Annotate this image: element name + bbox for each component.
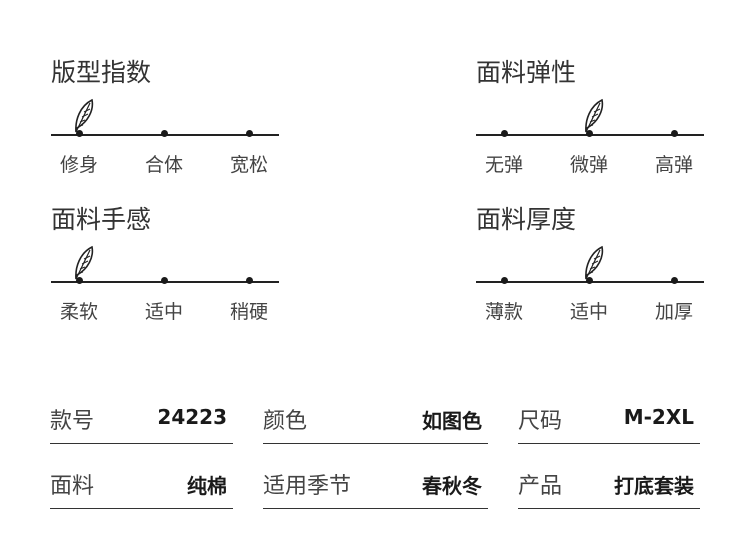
spec-fabric: 面料 纯棉	[50, 466, 233, 509]
scale-label: 合体	[144, 154, 184, 176]
scale-dot	[586, 277, 593, 284]
scale-title: 面料弹性	[476, 58, 577, 87]
scale-dot	[501, 130, 508, 137]
scale-label: 微弹	[569, 154, 609, 176]
scale-label: 加厚	[654, 301, 694, 323]
spec-product: 产品 打底套装	[518, 466, 700, 509]
scale-dot	[161, 277, 168, 284]
scale-label: 修身	[59, 154, 99, 176]
spec-value: 24223	[157, 405, 227, 429]
spec-value: 纯棉	[187, 474, 227, 498]
feather-indicator-icon	[75, 98, 94, 133]
spec-value: 打底套装	[614, 474, 694, 498]
spec-season: 适用季节 春秋冬	[263, 466, 488, 509]
scale-label: 适中	[569, 301, 609, 323]
feather-indicator-icon	[585, 98, 604, 133]
feather-indicator-icon	[75, 245, 94, 280]
spec-style-number: 款号 24223	[50, 401, 233, 444]
scale-label: 稍硬	[229, 301, 269, 323]
scale-dot	[671, 130, 678, 137]
scale-dot	[76, 130, 83, 137]
scale-label: 高弹	[654, 154, 694, 176]
scale-label: 适中	[144, 301, 184, 323]
scale-label: 宽松	[229, 154, 269, 176]
scale-label: 柔软	[59, 301, 99, 323]
spec-color: 颜色 如图色	[263, 401, 488, 444]
scale-title: 面料手感	[51, 205, 152, 234]
spec-key: 尺码	[518, 409, 563, 434]
spec-key: 颜色	[263, 409, 308, 434]
scale-dot	[586, 130, 593, 137]
fabric-feel-scale: 面料手感 柔软 适中 稍硬	[51, 205, 291, 335]
spec-value: 春秋冬	[422, 474, 482, 498]
spec-value: 如图色	[422, 409, 482, 433]
scale-title: 面料厚度	[476, 205, 577, 234]
scale-dot	[76, 277, 83, 284]
spec-value: M-2XL	[623, 405, 694, 429]
scale-title: 版型指数	[51, 58, 152, 87]
scale-dot	[501, 277, 508, 284]
fabric-thickness-scale: 面料厚度 薄款 适中 加厚	[476, 205, 716, 335]
spec-key: 产品	[518, 474, 563, 499]
feather-indicator-icon	[585, 245, 604, 280]
scale-dot	[246, 277, 253, 284]
scale-dot	[161, 130, 168, 137]
scale-label: 薄款	[484, 301, 524, 323]
spec-size: 尺码 M-2XL	[518, 401, 700, 444]
scale-label: 无弹	[484, 154, 524, 176]
fit-index-scale: 版型指数 修身 合体 宽松	[51, 58, 291, 188]
scale-dot	[246, 130, 253, 137]
scale-dot	[671, 277, 678, 284]
spec-key: 面料	[50, 474, 95, 499]
spec-key: 款号	[50, 409, 95, 434]
spec-key: 适用季节	[263, 474, 352, 499]
fabric-elasticity-scale: 面料弹性 无弹 微弹 高弹	[476, 58, 716, 188]
